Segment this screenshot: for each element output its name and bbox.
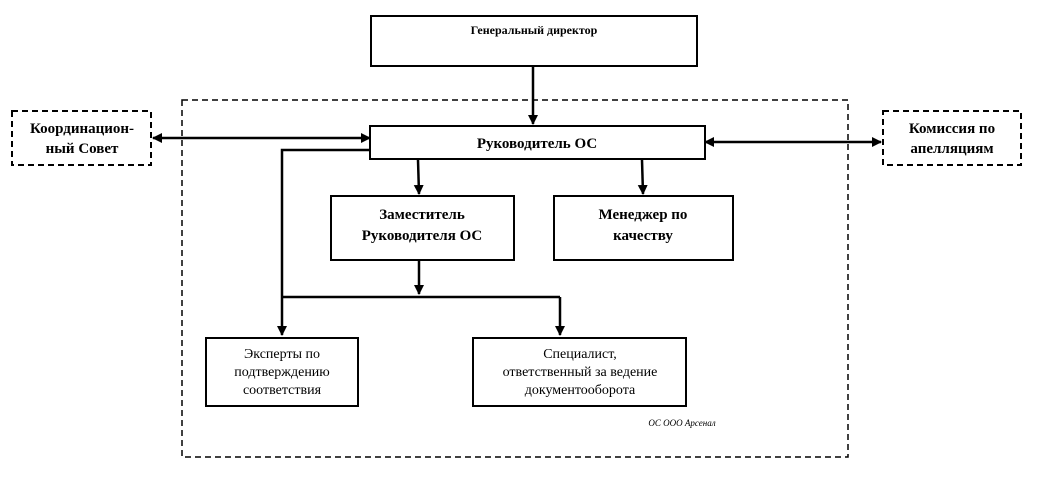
head-os-box: Руководитель ОС	[369, 125, 706, 160]
deputy-head-line-1: Заместитель	[379, 207, 465, 223]
document-specialist-line-2: ответственный за ведение	[503, 365, 658, 380]
experts-line-3: соответствия	[243, 383, 322, 398]
general-director-label: Генеральный директор	[471, 23, 598, 37]
general-director-box: Генеральный директор	[370, 15, 698, 67]
deputy-head-line-2: Руководителя ОС	[362, 228, 483, 244]
deputy-head-box: Заместитель Руководителя ОС	[330, 195, 515, 261]
quality-manager-line-2: качеству	[613, 228, 673, 244]
experts-box: Эксперты по подтверждению соответствия	[205, 337, 359, 407]
experts-line-2: подтверждению	[234, 365, 330, 380]
organization-boundary	[181, 99, 849, 458]
quality-manager-box: Менеджер по качеству	[553, 195, 734, 261]
org-caption: ОС ООО Арсенал	[648, 418, 715, 428]
experts-line-1: Эксперты по	[244, 347, 320, 362]
appeals-commission-line-2: апелляциям	[910, 141, 993, 157]
appeals-commission-line-1: Комиссия по	[909, 121, 995, 137]
document-specialist-line-3: документооборота	[525, 383, 636, 398]
coordination-council-line-1: Координацион-	[30, 121, 134, 137]
connector-head-to-deputy	[413, 159, 424, 195]
quality-manager-line-1: Менеджер по	[599, 207, 688, 223]
coordination-council-line-2: ный Совет	[46, 141, 119, 157]
document-specialist-box: Специалист, ответственный за ведение док…	[472, 337, 687, 407]
connector-head-left-branch	[277, 148, 370, 336]
head-os-label: Руководитель ОС	[477, 136, 597, 152]
appeals-commission-box: Комиссия по апелляциям	[882, 110, 1022, 166]
coordination-council-box: Координацион- ный Совет	[11, 110, 152, 166]
document-specialist-line-1: Специалист,	[543, 347, 617, 362]
connector-head-to-quality-manager	[637, 159, 648, 195]
